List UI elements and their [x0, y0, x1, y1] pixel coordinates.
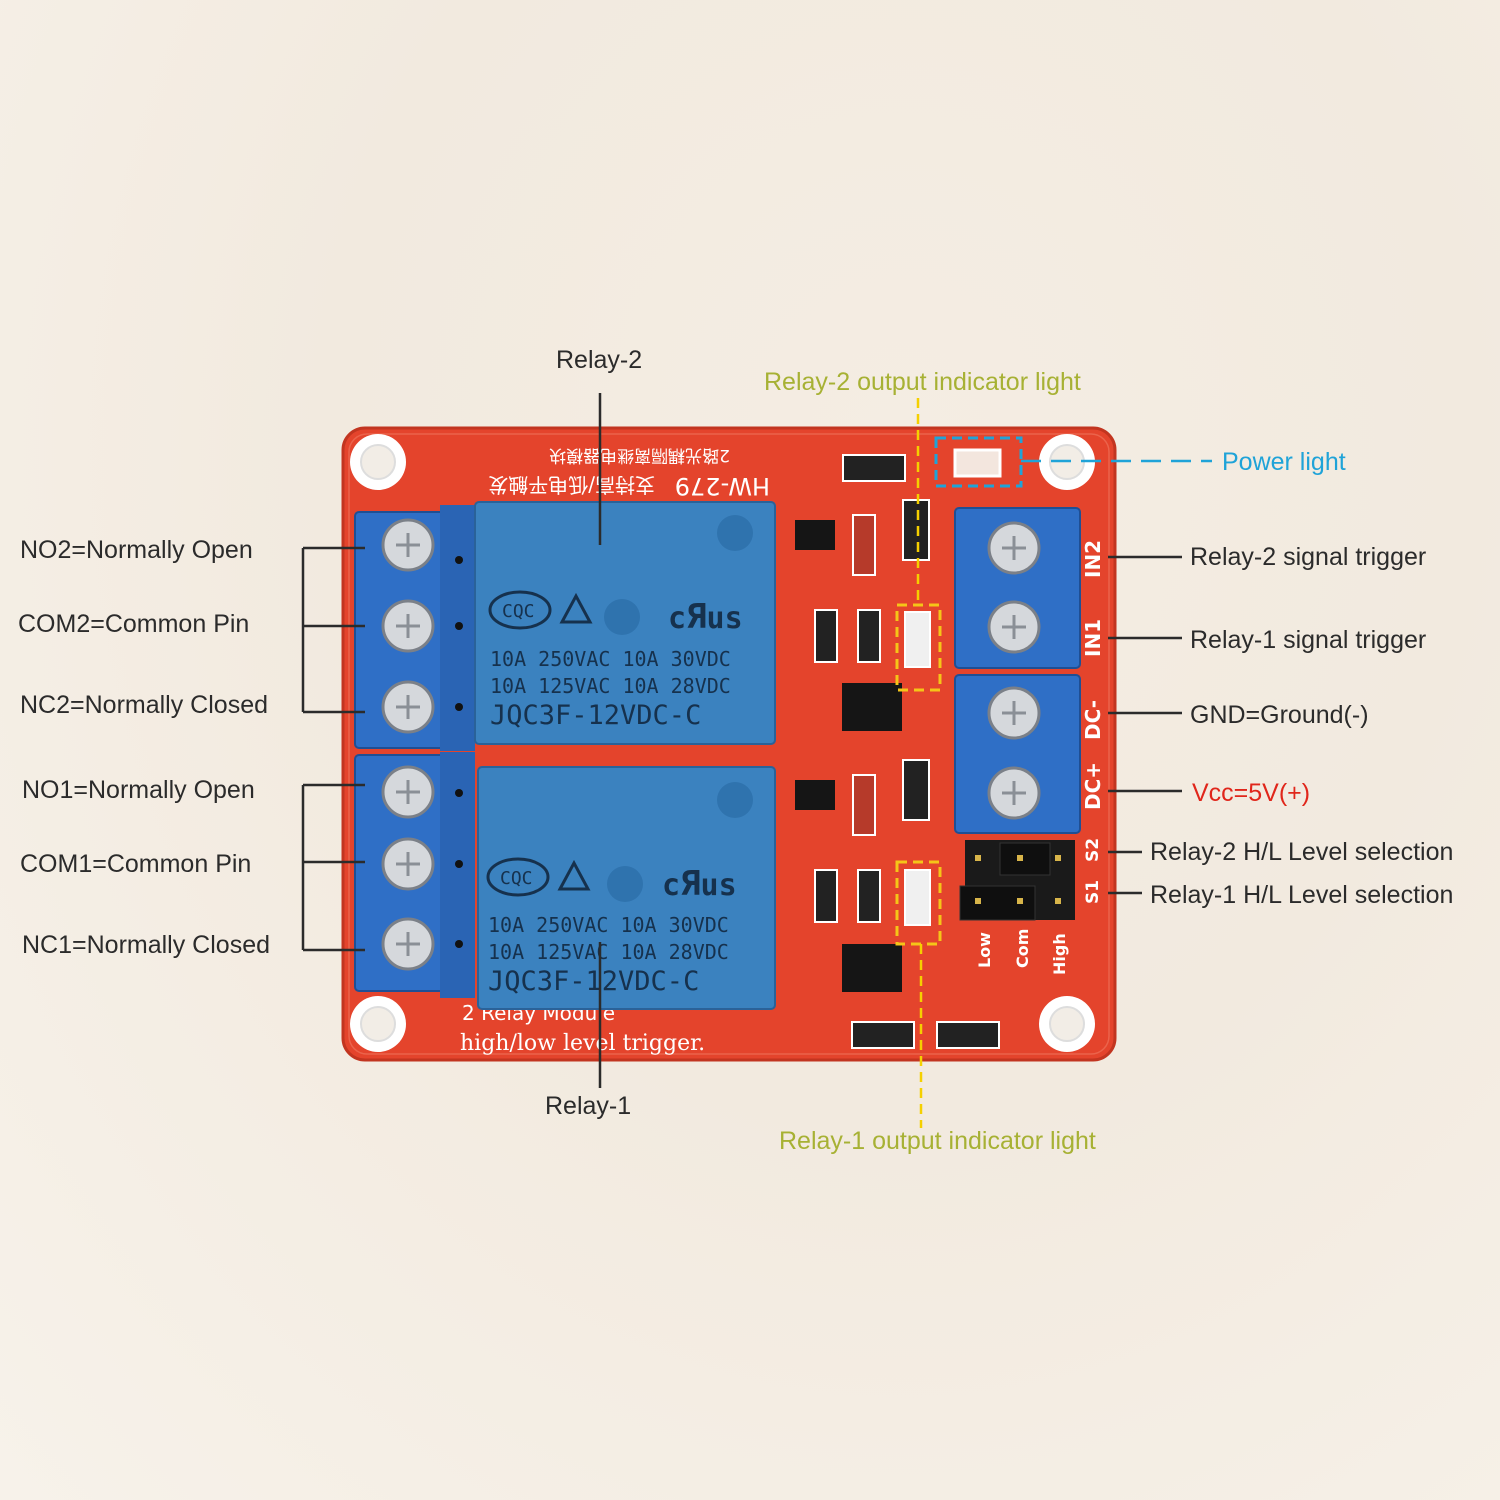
label-nc1: NC1=Normally Closed — [22, 931, 270, 959]
mounting-hole — [350, 434, 406, 490]
cqc-mark-icon: CQC — [488, 590, 593, 630]
jumper-label-high: High — [1050, 933, 1069, 975]
pin-label-in2: IN2 — [1081, 540, 1105, 578]
svg-text:CQC: CQC — [500, 868, 533, 889]
power-light-highlight — [934, 436, 1023, 488]
callout-labels: Relay-2 Relay-1 Relay-2 output indicator… — [18, 346, 1453, 1155]
label-no1: NO1=Normally Open — [22, 776, 255, 804]
label-relay2-indicator: Relay-2 output indicator light — [764, 368, 1081, 396]
label-com2: COM2=Common Pin — [18, 610, 249, 638]
relay2-model: JQC3F-12VDC-C — [490, 700, 701, 731]
relay2-indicator-highlight — [895, 603, 942, 692]
pin-label-in1: IN1 — [1081, 619, 1105, 657]
label-com1: COM1=Common Pin — [20, 850, 251, 878]
mounting-hole — [350, 996, 406, 1052]
jumper-label-com: Com — [1013, 929, 1032, 968]
level-jumper-header[interactable] — [959, 840, 1075, 921]
left-terminal-block-relay1 — [354, 752, 475, 998]
label-in2: Relay-2 signal trigger — [1190, 543, 1426, 571]
board-model-text: HW-279 — [675, 472, 770, 500]
label-relay1: Relay-1 — [545, 1092, 631, 1120]
indicator-leader-lines — [916, 398, 923, 1128]
relay-2-body: CQC cЯus 10A 250VAC 10A 30VDC 10A 125VAC… — [474, 501, 776, 745]
board-chinese-line2: 2路光耦隔离继电器模块 — [549, 445, 730, 465]
ul-mark: cЯus — [662, 864, 737, 904]
board-chinese-line1: 支持高/低电平触发 — [488, 473, 655, 497]
label-no2: NO2=Normally Open — [20, 536, 253, 564]
relay-1-body: CQC cЯus 10A 250VAC 10A 30VDC 10A 125VAC… — [477, 766, 776, 1010]
label-relay2: Relay-2 — [556, 346, 642, 374]
left-terminal-block-relay2 — [354, 505, 475, 751]
label-nc2: NC2=Normally Closed — [20, 691, 268, 719]
mounting-hole — [1039, 996, 1095, 1052]
pin-label-dc-minus: DC- — [1081, 700, 1105, 740]
jumper-label-low: Low — [975, 932, 994, 968]
label-gnd: GND=Ground(-) — [1190, 701, 1369, 729]
label-vcc: Vcc=5V(+) — [1192, 779, 1310, 807]
relay2-spec-line1: 10A 250VAC 10A 30VDC — [490, 647, 731, 671]
relay1-model: JQC3F-12VDC-C — [488, 966, 699, 997]
label-s1: Relay-1 H/L Level selection — [1150, 881, 1453, 909]
right-terminal-block-power — [954, 674, 1081, 834]
label-in1: Relay-1 signal trigger — [1190, 626, 1426, 654]
pin-labels-right: IN2 IN1 DC- DC+ S2 S1 — [1081, 540, 1105, 904]
svg-text:CQC: CQC — [502, 601, 535, 622]
right-terminal-block-inputs — [954, 507, 1081, 669]
relay2-spec-line2: 10A 125VAC 10A 28VDC — [490, 674, 731, 698]
board-bottom-line2: high/low level trigger. — [460, 1031, 705, 1056]
pin-label-dc-plus: DC+ — [1081, 762, 1105, 810]
leader-lines — [301, 393, 1182, 1088]
power-led — [953, 448, 1002, 478]
pin-label-s2: S2 — [1083, 838, 1103, 862]
ul-mark: cЯus — [668, 597, 743, 637]
relay1-spec-line1: 10A 250VAC 10A 30VDC — [488, 913, 729, 937]
relay1-spec-line2: 10A 125VAC 10A 28VDC — [488, 940, 729, 964]
jumper-labels: Low Com High — [975, 929, 1069, 975]
label-power-light: Power light — [1222, 448, 1346, 476]
label-relay1-indicator: Relay-1 output indicator light — [779, 1127, 1096, 1155]
relay1-indicator-highlight — [895, 860, 942, 946]
pin-label-s1: S1 — [1083, 880, 1103, 904]
cqc-mark-icon: CQC — [486, 857, 591, 897]
smd-components — [795, 448, 1002, 1049]
label-s2: Relay-2 H/L Level selection — [1150, 838, 1453, 866]
